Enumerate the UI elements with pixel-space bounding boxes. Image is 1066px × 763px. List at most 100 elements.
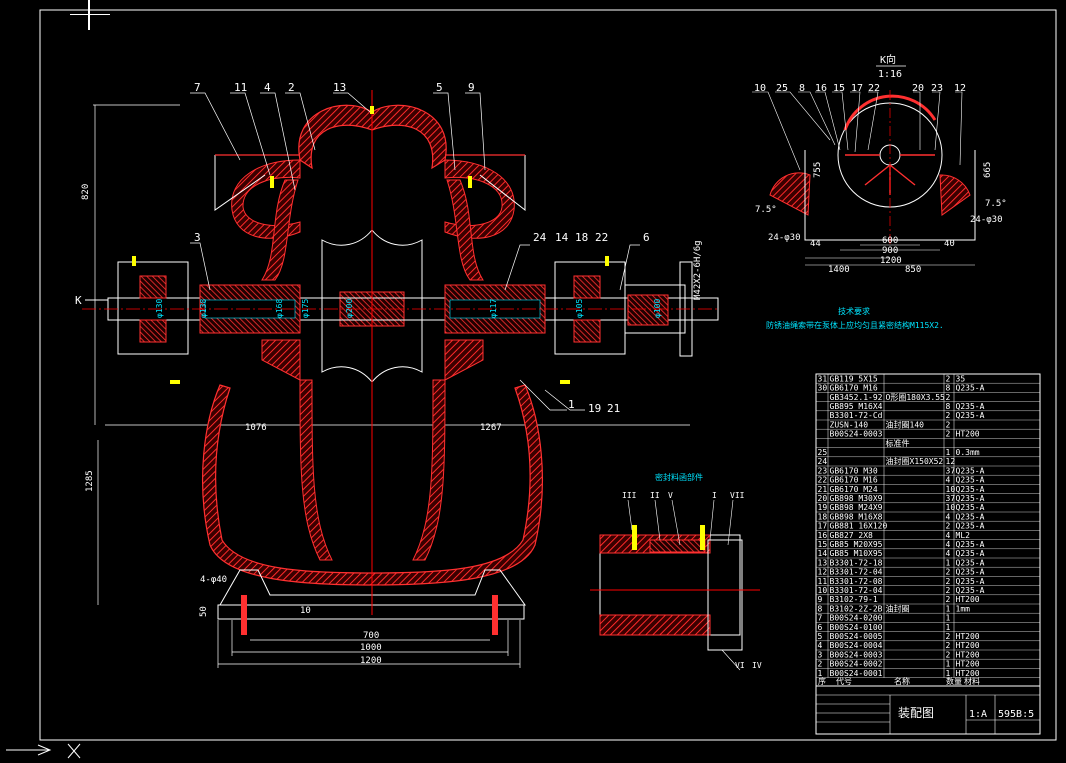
bom-row-17-col-3: 4 — [946, 531, 951, 540]
view-k-balloon-10: 10 — [754, 83, 766, 94]
bom-row-28-col-1: B00S24-0005 — [830, 632, 883, 641]
bom-row-7-col-2: 标准件 — [886, 438, 910, 448]
shaft-dim-6: φ117 — [489, 299, 498, 318]
bom-row-8-col-0: 25 — [818, 448, 828, 457]
dim-4-holes: 4-φ40 — [200, 575, 227, 585]
right-bearing-bottom — [573, 319, 601, 343]
left-inner-wall — [261, 179, 299, 281]
bom-row-19-col-1: GB85 M10X95 — [830, 549, 883, 558]
view-k-dim-1400: 1400 — [828, 265, 850, 275]
seal-mark-3: V — [668, 491, 673, 500]
seal-mark-1: III — [622, 491, 637, 500]
bom-row-15-col-0: 18 — [818, 512, 828, 521]
bom-row-11-col-1: GB6170 M16 — [830, 476, 878, 485]
bom-row-6-col-1: B00S24-0003 — [830, 430, 883, 439]
tech-req-text: 防锈油绳索带在泵体上应均匀且紧密结构M115X2. — [766, 320, 944, 330]
bom-row-32-col-0: 1 — [818, 669, 823, 678]
balloon-18: 18 — [575, 231, 588, 244]
bolt-markers — [132, 106, 609, 384]
bom-row-1-col-4: Q235-A — [956, 384, 985, 393]
view-k-holes-left: 24-φ30 — [768, 233, 801, 243]
right-support-bracket — [479, 155, 526, 212]
bom-row-21-col-1: B3301-72-04 — [830, 568, 883, 577]
left-bearing-top — [139, 275, 167, 299]
view-k-dim-40: 40 — [944, 239, 955, 249]
bom-row-11-col-4: Q235-A — [956, 476, 985, 485]
bom-row-15-col-4: Q235-A — [956, 512, 985, 521]
dim-1200: 1200 — [360, 656, 382, 666]
bom-row-5-col-3: 2 — [946, 420, 951, 429]
bom-row-27-col-0: 6 — [818, 623, 823, 632]
bom-row-10-col-1: GB6170 M30 — [830, 466, 878, 475]
dim-1267: 1267 — [480, 423, 502, 433]
shaft-dim-8: φ100 — [653, 299, 662, 318]
bom-row-20-col-3: 1 — [946, 558, 951, 567]
seal-mark-4: I — [712, 491, 717, 500]
bom-row-22-col-1: B3301-72-08 — [830, 577, 883, 586]
impeller-outline — [321, 229, 423, 383]
bom-row-18-col-3: 4 — [946, 540, 951, 549]
bom-row-14-col-1: GB898 M24X9 — [830, 503, 883, 512]
balloon-14: 14 — [555, 231, 569, 244]
bom-row-11-col-3: 4 — [946, 476, 951, 485]
bom-row-20-col-0: 13 — [818, 558, 828, 567]
main-section-view: 820 1076 1267 1285 700 1000 1200 10 50 4… — [75, 81, 720, 668]
bom-row-17-col-0: 16 — [818, 531, 828, 540]
bom-row-15-col-3: 4 — [946, 512, 951, 521]
title-block: 装配图 1:A 595B:5 — [815, 685, 1041, 735]
view-k: K向 1:16 600 900 1200 1400 850 755 665 7 — [752, 53, 1007, 275]
bom-row-31-col-3: 1 — [946, 660, 951, 669]
thread-spec-label: M42X2-6H/6g — [693, 240, 703, 300]
bom-row-13-col-0: 20 — [818, 494, 828, 503]
bom-row-19-col-4: Q235-A — [956, 549, 985, 558]
lower-left-rib — [299, 379, 333, 561]
outer-border — [39, 9, 1057, 741]
bom-header-1: 代号 — [836, 676, 852, 686]
bom-row-16-col-4: Q235-A — [956, 522, 985, 531]
bom-row-5-col-1: ZUSN-140 — [830, 420, 869, 429]
dim-10: 10 — [300, 606, 311, 616]
volute-hatch-arc — [843, 94, 937, 131]
seal-mark-7: IV — [752, 661, 762, 670]
balloon-24: 24 — [533, 231, 547, 244]
bom-row-14-col-3: 10 — [946, 503, 956, 512]
section-k-label: K — [75, 294, 82, 307]
title-block-title: 装配图 — [898, 706, 934, 720]
bom-row-1-col-1: GB6170 M16 — [830, 384, 878, 393]
bom-row-23-col-3: 2 — [946, 586, 951, 595]
view-k-balloon-17: 17 — [851, 83, 863, 94]
ucs-icon — [6, 743, 81, 759]
bom-row-1-col-0: 30 — [818, 384, 828, 393]
bom-row-20-col-4: Q235-A — [956, 558, 985, 567]
bom-row-12-col-1: GB6170 M24 — [830, 485, 878, 494]
bom-row-17-col-4: ML2 — [956, 531, 971, 540]
bom-header-4: 材料 — [964, 676, 980, 686]
shaft-dim-2: φ138 — [199, 299, 208, 318]
bom-header-0: 序 — [818, 676, 826, 686]
bom-row-21-col-0: 12 — [818, 568, 828, 577]
bom-row-6-col-3: 2 — [946, 430, 951, 439]
view-k-dim-665: 665 — [983, 162, 993, 178]
bom-row-26-col-3: 1 — [946, 614, 951, 623]
tech-req-title: 技术要求 — [838, 306, 870, 316]
bom-row-20-col-1: B3301-72-18 — [830, 558, 883, 567]
view-k-balloon-25: 25 — [776, 83, 788, 94]
bom-row-24-col-1: B3102-79-1 — [830, 595, 878, 604]
anchor-bolt-left — [241, 595, 247, 635]
coupling-hatch — [627, 294, 669, 326]
bom-row-27-col-3: 1 — [946, 623, 951, 632]
view-k-balloon-16: 16 — [815, 83, 827, 94]
bom-row-13-col-4: Q235-A — [956, 494, 985, 503]
bom-row-31-col-1: B00S24-0002 — [830, 660, 883, 669]
bom-row-13-col-1: GB898 M30X9 — [830, 494, 883, 503]
bom-row-30-col-0: 3 — [818, 650, 823, 659]
title-block-scale: 1:A — [969, 709, 987, 720]
bom-row-4-col-3: 2 — [946, 411, 951, 420]
dim-820: 820 — [81, 184, 91, 200]
bom-row-12-col-3: 10 — [946, 485, 956, 494]
left-bearing-housing — [117, 261, 189, 355]
view-k-dim-850: 850 — [905, 265, 921, 275]
bom-row-31-col-0: 2 — [818, 660, 823, 669]
bom-row-26-col-0: 7 — [818, 614, 823, 623]
